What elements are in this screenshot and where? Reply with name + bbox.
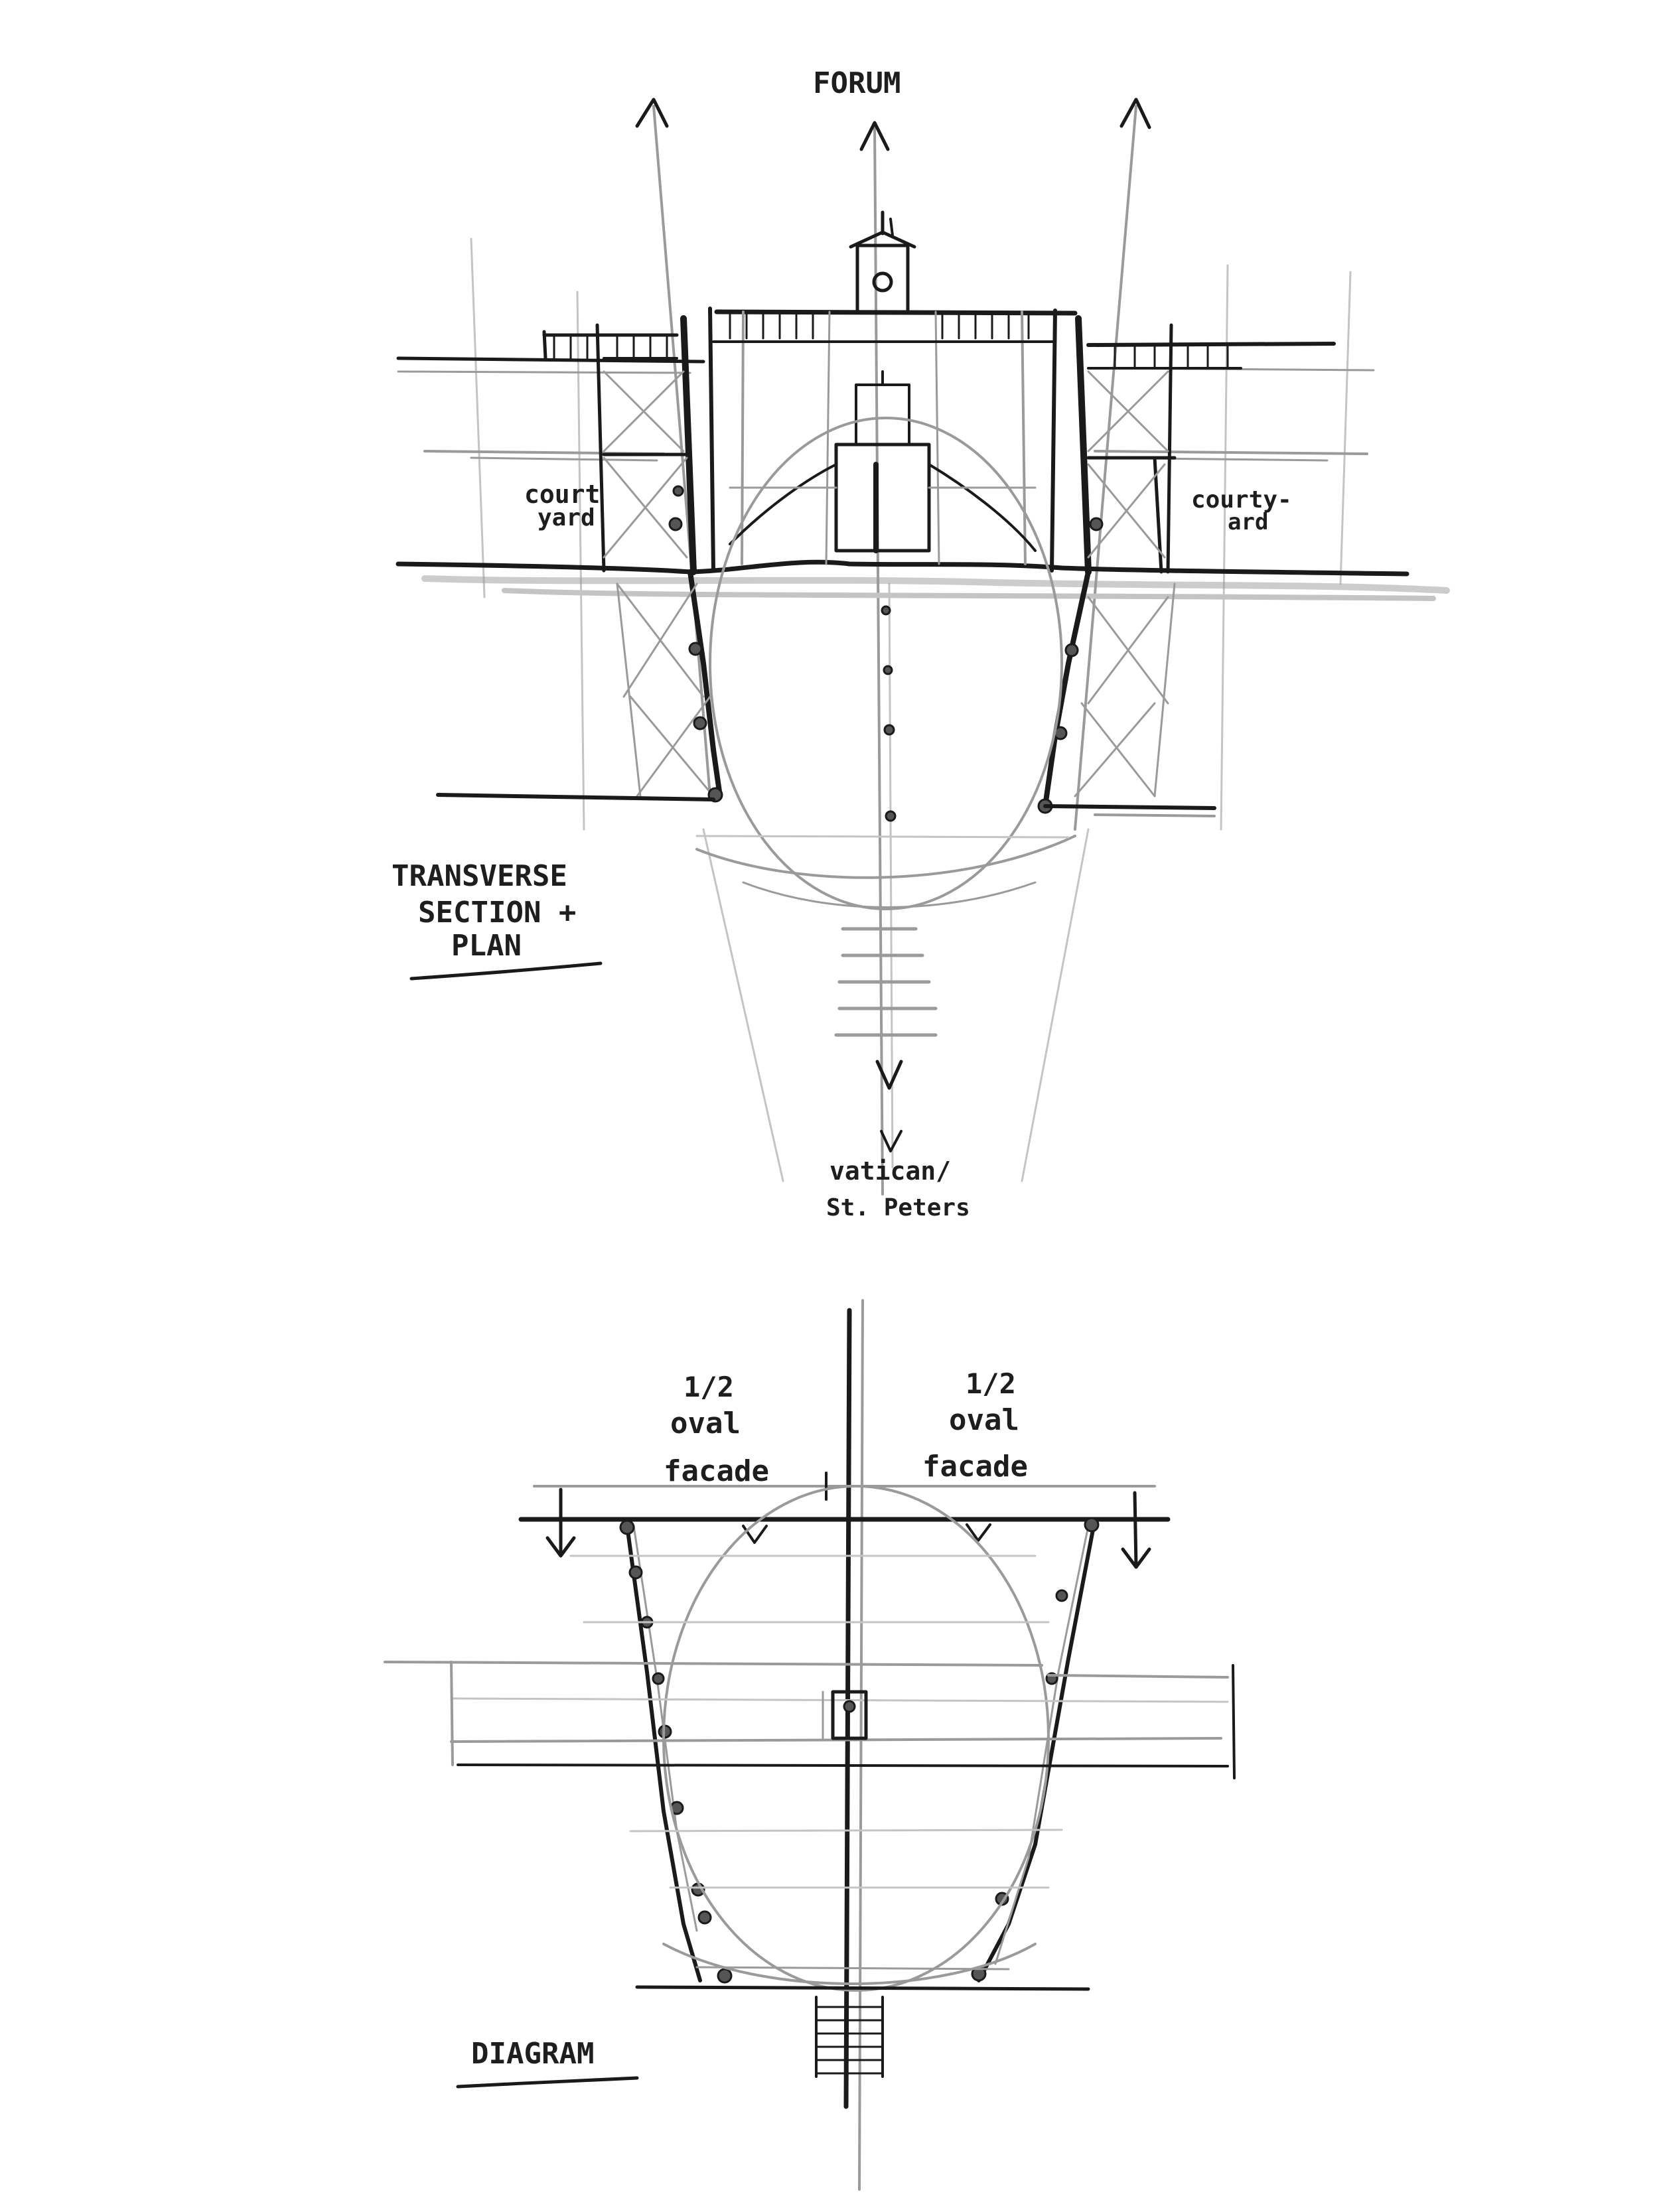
diagram-drawing [384, 1299, 1236, 2191]
ground-line [396, 559, 1450, 601]
transverse-section-drawing [396, 98, 1450, 1196]
left-wing [542, 315, 697, 575]
diagram-altar [831, 1690, 868, 1740]
half-oval-right-word: oval [949, 1403, 1019, 1437]
courtyard-right-label-2: ard [1228, 509, 1268, 535]
half-oval-left-facade: facade [664, 1454, 769, 1488]
central-tower [849, 210, 916, 314]
central-bay [708, 307, 1057, 573]
diagram-horizontal-lines [384, 1555, 1236, 1991]
diagram-stair [815, 1996, 884, 2078]
half-oval-right-fraction: 1/2 [966, 1367, 1016, 1400]
diagram-tapered-walls [619, 1517, 1100, 1984]
section-title-line-3: PLAN [451, 929, 522, 963]
courtyard-left-label-2: yard [538, 504, 595, 531]
section-title-line-2: SECTION + [418, 896, 576, 930]
plan-tapered-walls [436, 417, 1216, 1152]
section-title-line-1: TRANSVERSE [392, 859, 567, 893]
diagram-columns [619, 1517, 1100, 1984]
courtyard-left-label: court [524, 480, 600, 509]
forum-label: FORUM [813, 66, 901, 100]
half-oval-right-facade: facade [922, 1450, 1028, 1484]
courtyard-right-label: courty- [1191, 486, 1292, 514]
section-title-underline [409, 961, 603, 981]
diagram-title: DIAGRAM [471, 2037, 594, 2071]
vatican-label-2: St. Peters [826, 1194, 970, 1221]
diagram-title-underline [456, 2076, 639, 2089]
right-wing [1075, 315, 1242, 575]
construction-lines [470, 238, 1352, 1182]
vatican-label: vatican/ [830, 1156, 951, 1186]
half-oval-left-fraction: 1/2 [684, 1371, 734, 1403]
half-oval-left-word: oval [670, 1407, 741, 1440]
